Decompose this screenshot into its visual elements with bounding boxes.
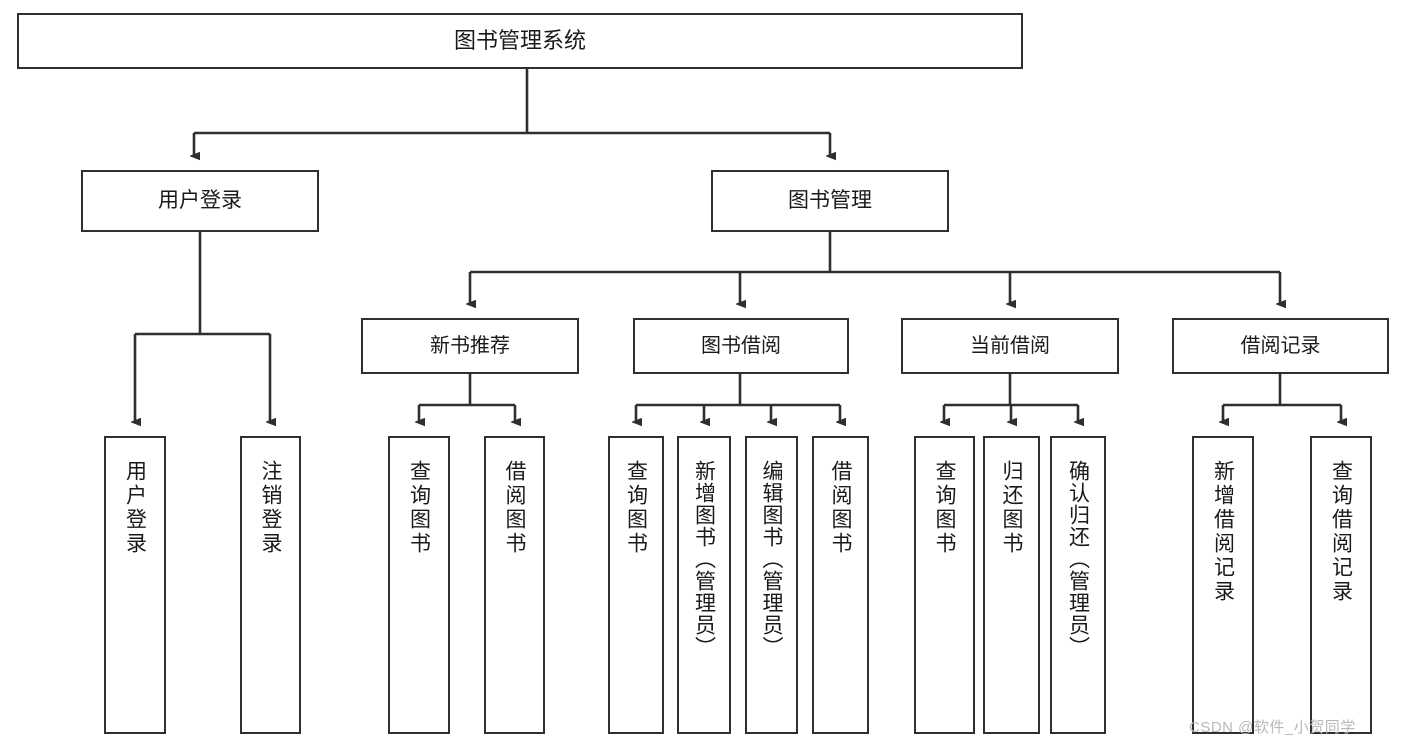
node-label: 查询图书 xyxy=(624,460,648,556)
leaf-node-query-borrow-record[interactable]: 查询借阅记录 xyxy=(1310,436,1372,734)
node-label: 图书管理 xyxy=(788,188,872,212)
node-borrowing-record[interactable]: 借阅记录 xyxy=(1172,318,1389,374)
leaf-node-edit-book-admin[interactable]: 编辑图书（管理员） xyxy=(745,436,798,734)
node-label: 图书管理系统 xyxy=(453,28,586,54)
leaf-node-logout[interactable]: 注销登录 xyxy=(240,436,301,734)
node-label: 借阅图书 xyxy=(503,460,526,556)
leaf-node-borrow-books-recommend[interactable]: 借阅图书 xyxy=(484,436,545,734)
node-label: 确认归还（管理员） xyxy=(1066,460,1090,658)
node-label: 新增图书（管理员） xyxy=(692,460,716,658)
node-label: 注销登录 xyxy=(259,460,282,556)
node-label: 归还图书 xyxy=(1000,460,1023,556)
node-label: 当前借阅 xyxy=(970,334,1050,357)
leaf-node-confirm-return-admin[interactable]: 确认归还（管理员） xyxy=(1050,436,1106,734)
node-label: 用户登录 xyxy=(123,460,147,556)
node-root-system[interactable]: 图书管理系统 xyxy=(17,13,1023,69)
leaf-node-query-books-borrow[interactable]: 查询图书 xyxy=(608,436,664,734)
node-label: 查询图书 xyxy=(933,460,956,556)
node-label: 借阅记录 xyxy=(1240,334,1321,357)
leaf-node-return-books[interactable]: 归还图书 xyxy=(983,436,1040,734)
node-label: 查询借阅记录 xyxy=(1329,460,1353,604)
node-label: 图书借阅 xyxy=(701,334,781,357)
node-label: 编辑图书（管理员） xyxy=(760,460,783,658)
node-book-borrowing[interactable]: 图书借阅 xyxy=(633,318,849,374)
node-label: 用户登录 xyxy=(158,188,242,212)
node-label: 新增借阅记录 xyxy=(1211,460,1235,604)
leaf-node-query-books-recommend[interactable]: 查询图书 xyxy=(388,436,450,734)
node-user-login[interactable]: 用户登录 xyxy=(81,170,319,232)
leaf-node-add-borrow-record[interactable]: 新增借阅记录 xyxy=(1192,436,1254,734)
node-new-book-recommendation[interactable]: 新书推荐 xyxy=(361,318,579,374)
leaf-node-borrow-books[interactable]: 借阅图书 xyxy=(812,436,869,734)
node-label: 新书推荐 xyxy=(430,334,510,357)
leaf-node-add-book-admin[interactable]: 新增图书（管理员） xyxy=(677,436,731,734)
watermark: CSDN @软件_小贺同学 xyxy=(1189,719,1356,736)
leaf-node-query-books-current[interactable]: 查询图书 xyxy=(914,436,975,734)
leaf-node-user-login[interactable]: 用户登录 xyxy=(104,436,166,734)
node-book-management[interactable]: 图书管理 xyxy=(711,170,949,232)
node-label: 借阅图书 xyxy=(829,460,852,556)
node-current-borrowing[interactable]: 当前借阅 xyxy=(901,318,1119,374)
node-label: 查询图书 xyxy=(407,460,431,556)
